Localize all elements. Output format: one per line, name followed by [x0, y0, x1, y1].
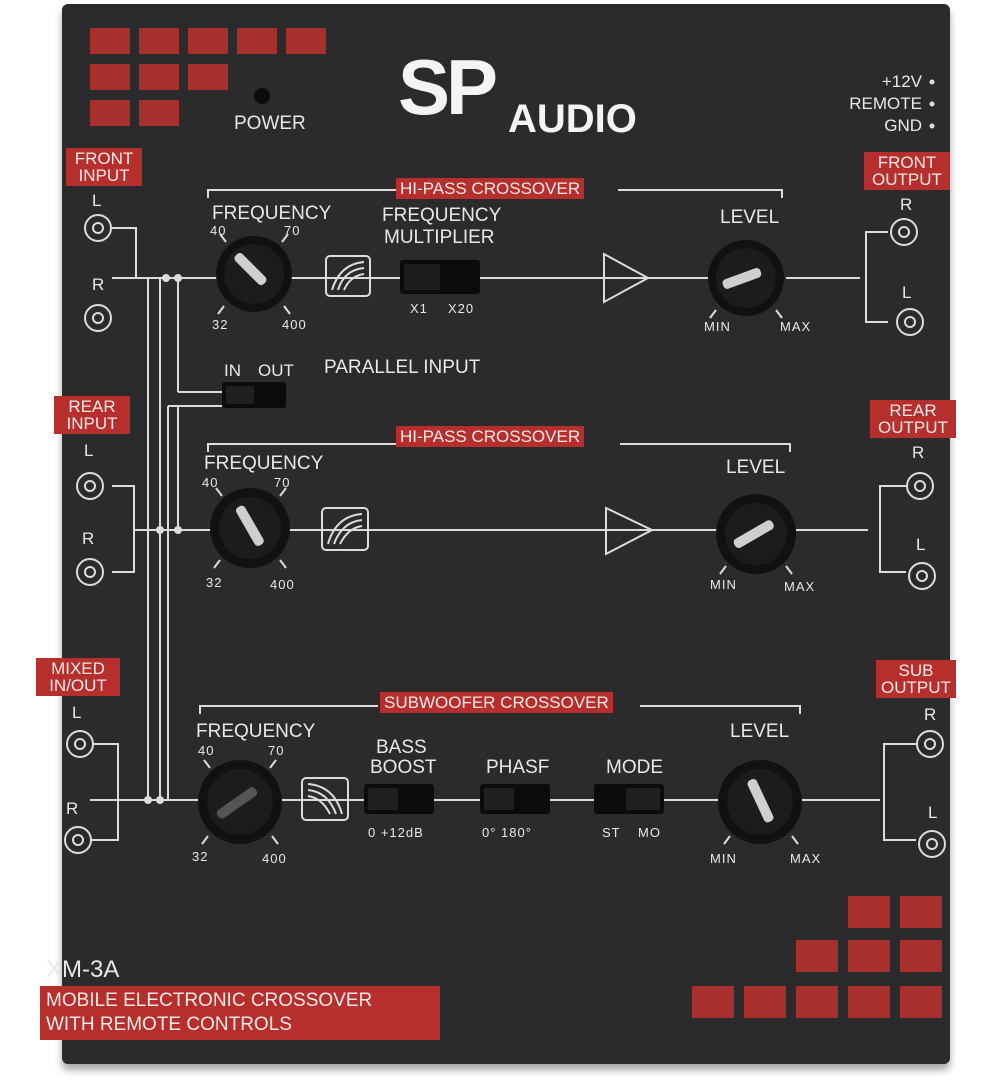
parallel-input-label: PARALLEL INPUT	[324, 357, 481, 378]
mixed-input-r: R	[66, 799, 79, 818]
terminal-remote: REMOTE	[849, 94, 922, 113]
switch-parallel-input-icon	[222, 382, 286, 408]
rear-input-r: R	[82, 529, 95, 548]
front-input-l: L	[92, 191, 102, 210]
knob-rear-frequency-icon	[210, 488, 290, 568]
sub-section-title: SUBWOOFER CROSSOVER	[380, 692, 613, 713]
sub-freq-tick-32: 32	[192, 849, 209, 864]
bass-boost-options: 0 +12dB	[368, 825, 424, 840]
front-section-title: HI-PASS CROSSOVER	[396, 178, 585, 199]
knob-rear-level-icon	[716, 494, 796, 574]
multiplier-option-x20: X20	[448, 301, 475, 316]
bass-boost-label-line1: BASS	[376, 737, 427, 758]
rear-output-l: L	[916, 535, 926, 554]
terminal-12v: +12V	[881, 72, 922, 91]
sub-frequency-label: FREQUENCY	[196, 721, 316, 742]
knob-sub-level-icon	[718, 760, 802, 844]
rear-level-label: LEVEL	[726, 457, 786, 478]
multiplier-label-line1: FREQUENCY	[382, 205, 502, 226]
power-label: POWER	[234, 113, 306, 134]
rear-frequency-label: FREQUENCY	[204, 453, 324, 474]
front-output-l: L	[902, 283, 912, 302]
rear-freq-tick-70: 70	[274, 475, 291, 490]
front-freq-tick-400: 400	[282, 317, 307, 332]
front-level-min: MIN	[704, 319, 731, 334]
rear-level-min: MIN	[710, 577, 737, 592]
rear-section-title: HI-PASS CROSSOVER	[396, 426, 585, 447]
model-description: MOBILE ELECTRONIC CROSSOVER WITH REMOTE …	[40, 986, 440, 1040]
rear-input-l: L	[84, 441, 94, 460]
sub-freq-tick-70: 70	[268, 743, 285, 758]
junction-dots-icon	[144, 274, 182, 804]
logo-letters: SP	[398, 43, 496, 131]
front-freq-tick-40: 40	[210, 223, 227, 238]
sub-freq-tick-400: 400	[262, 851, 287, 866]
parallel-option-out: OUT	[258, 361, 294, 380]
mode-option-mo: MO	[638, 825, 661, 840]
mode-label: MODE	[606, 757, 663, 778]
front-freq-tick-70: 70	[284, 223, 301, 238]
logo-word: AUDIO	[508, 97, 637, 141]
switch-bass-boost-icon	[364, 784, 434, 814]
rear-freq-tick-40: 40	[202, 475, 219, 490]
multiplier-label-line2: MULTIPLIER	[384, 227, 495, 248]
front-level-max: MAX	[780, 319, 812, 334]
mixed-input-l: L	[72, 703, 82, 722]
sub-level-min: MIN	[710, 851, 737, 866]
parallel-option-in: IN	[224, 361, 241, 380]
front-output-r: R	[900, 195, 913, 214]
filter-symbol-icon	[301, 255, 371, 821]
phase-options: 0° 180°	[482, 825, 532, 840]
knob-tick-marks-icon	[201, 233, 799, 845]
terminal-gnd: GND	[884, 116, 922, 135]
sub-level-label: LEVEL	[730, 721, 790, 742]
rear-freq-tick-400: 400	[270, 577, 295, 592]
sub-freq-tick-40: 40	[198, 743, 215, 758]
switch-mode-icon	[594, 784, 664, 814]
front-freq-tick-32: 32	[212, 317, 229, 332]
model-name: XM-3A	[46, 956, 120, 983]
front-input-r: R	[92, 275, 105, 294]
rca-jacks-icon	[64, 214, 946, 858]
phase-label: PHASF	[486, 757, 550, 778]
mode-option-st: ST	[602, 825, 621, 840]
rear-freq-tick-32: 32	[206, 575, 223, 590]
bass-boost-label-line2: BOOST	[370, 757, 437, 778]
sub-level-max: MAX	[790, 851, 822, 866]
rear-output-r: R	[912, 443, 925, 462]
sub-output-l: L	[928, 803, 938, 822]
rear-level-max: MAX	[784, 579, 816, 594]
red-squares-bottom-right-icon	[692, 896, 942, 1018]
knob-sub-frequency-icon	[198, 760, 282, 844]
knob-front-frequency-icon	[216, 236, 292, 312]
multiplier-option-x1: X1	[410, 301, 428, 316]
switch-frequency-multiplier-icon	[400, 260, 480, 294]
power-led-icon	[254, 88, 270, 104]
front-level-label: LEVEL	[720, 207, 780, 228]
knob-front-level-icon	[708, 240, 784, 316]
sub-output-r: R	[924, 705, 937, 724]
red-squares-top-left-icon	[90, 28, 326, 126]
switch-phase-icon	[480, 784, 550, 814]
sp-audio-logo-icon: SP AUDIO	[398, 43, 637, 141]
front-frequency-label: FREQUENCY	[212, 203, 332, 224]
